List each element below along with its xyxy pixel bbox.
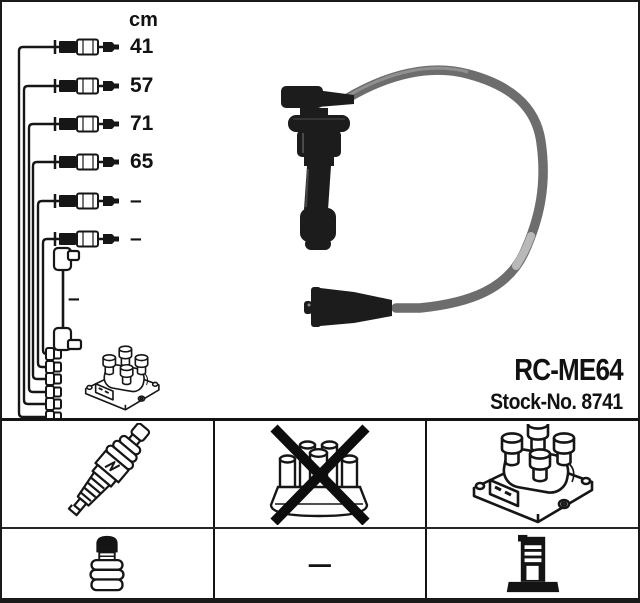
stock-number: Stock-No. 8741 <box>490 388 623 414</box>
cable-length-value: – <box>130 227 142 250</box>
cell-spark-plug <box>2 421 213 527</box>
cell-distributor-value: – <box>212 529 428 598</box>
link-cable-drawing <box>52 246 83 352</box>
distributor-cap-crossed-icon <box>269 424 370 525</box>
compatibility-table: – <box>2 418 638 598</box>
cable-length-value: 71 <box>130 112 154 135</box>
plug-boot <box>281 86 354 250</box>
spark-plug-icon <box>68 423 151 517</box>
cable-length-list-drawing <box>17 45 59 419</box>
cable-length-value: – <box>130 189 142 212</box>
cable-length-value: 65 <box>130 150 154 173</box>
cable-wire <box>341 65 548 313</box>
cable-connector-rows <box>53 38 121 248</box>
cable-length-value: 57 <box>130 74 154 97</box>
plug-cable-photo <box>281 65 548 327</box>
coil-end-connector <box>304 287 392 327</box>
coil-tower-connector-icon <box>506 534 559 592</box>
ignition-coil-pack-icon <box>472 424 594 524</box>
cable-length-value: 41 <box>130 35 154 58</box>
cell-terminal-nut <box>2 529 213 598</box>
compatibility-row-parts <box>2 421 638 527</box>
not-applicable-cross <box>270 424 370 525</box>
cell-distributor-cap <box>212 421 428 527</box>
coil-stub-connectors <box>45 347 62 424</box>
cell-coil-tower <box>427 529 638 598</box>
product-id-block: RC-ME64 Stock-No. 8741 <box>472 352 624 414</box>
compatibility-row-connectors: – <box>2 527 638 598</box>
ignition-coil-drawing <box>84 345 160 411</box>
plug-terminal-nut-icon <box>89 535 125 591</box>
cell-ignition-coil <box>427 421 638 527</box>
link-cable-length-label: – <box>68 287 80 310</box>
na-dash: – <box>307 547 333 579</box>
product-code: RC-ME64 <box>514 352 624 387</box>
measurement-unit-label: cm <box>129 9 158 31</box>
